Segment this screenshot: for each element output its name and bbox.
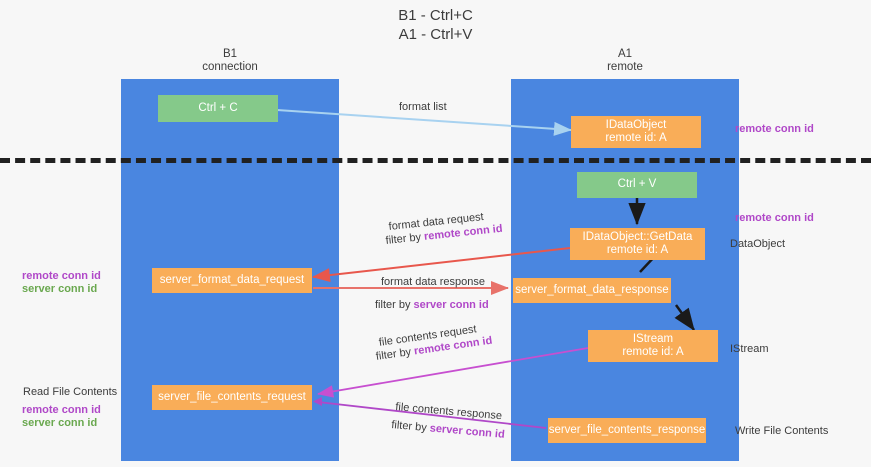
edge-label-format-data-response: format data response xyxy=(381,276,485,288)
diagram-title: B1 - Ctrl+C A1 - Ctrl+V xyxy=(0,6,871,44)
filter-prefix-1: filter by xyxy=(385,230,425,247)
title-line-1: B1 - Ctrl+C xyxy=(398,7,473,24)
annotation-remote-conn-id-top: remote conn id xyxy=(735,123,814,135)
column-header-a1-name: A1 xyxy=(617,48,633,60)
annotation-left-server-conn-id: server conn id xyxy=(22,283,98,295)
annotation-read-file-contents: Read File Contents xyxy=(23,386,118,398)
filter-key-server-conn-id-1: server conn id xyxy=(413,299,489,311)
title-line-2: A1 - Ctrl+V xyxy=(398,26,473,43)
box-idataobject[interactable]: IDataObject remote id: A xyxy=(571,116,701,148)
column-header-b1: B1 connection xyxy=(121,48,339,74)
box-server-file-contents-request[interactable]: server_file_contents_request xyxy=(152,385,312,410)
filter-prefix-2: filter by xyxy=(375,299,414,311)
box-server-file-contents-request-label: server_file_contents_request xyxy=(158,390,306,403)
box-server-format-data-response[interactable]: server_format_data_response xyxy=(513,278,671,303)
annotation-dataobject: DataObject xyxy=(730,238,786,250)
box-istream-line1: IStream xyxy=(632,332,674,345)
column-header-a1: A1 remote xyxy=(511,48,739,74)
edge-label-format-data-response-filter: filter by server conn id xyxy=(375,298,489,312)
box-istream[interactable]: IStream remote id: A xyxy=(588,330,718,362)
annotation-left-remote-conn-id: remote conn id xyxy=(22,270,101,282)
box-server-file-contents-response-label: server_file_contents_response xyxy=(548,423,706,436)
filter-prefix-3: filter by xyxy=(375,345,415,363)
box-ctrl-v-label: Ctrl + V xyxy=(617,178,657,191)
box-idataobject-line1: IDataObject xyxy=(605,118,667,131)
column-header-b1-name: B1 xyxy=(222,48,238,60)
box-server-format-data-request-label: server_format_data_request xyxy=(159,273,305,286)
box-server-file-contents-response[interactable]: server_file_contents_response xyxy=(548,418,706,443)
annotation-istream: IStream xyxy=(730,343,769,355)
annotation-write-file-contents: Write File Contents xyxy=(735,425,829,437)
section-divider xyxy=(0,158,871,163)
box-ctrl-c-label: Ctrl + C xyxy=(198,101,238,114)
edge-label-format-list: format list xyxy=(399,101,447,113)
box-getdata[interactable]: IDataObject::GetData remote id: A xyxy=(570,228,705,260)
box-idataobject-line2: remote id: A xyxy=(605,132,667,144)
annotation-left-server-conn-id-2: server conn id xyxy=(22,417,98,429)
filter-key-server-conn-id-2: server conn id xyxy=(429,422,506,441)
filter-prefix-4: filter by xyxy=(390,418,431,435)
box-ctrl-v[interactable]: Ctrl + V xyxy=(577,172,697,198)
box-getdata-line2: remote id: A xyxy=(606,244,669,256)
box-ctrl-c[interactable]: Ctrl + C xyxy=(158,95,278,122)
column-header-b1-sub: connection xyxy=(202,61,258,73)
box-istream-line2: remote id: A xyxy=(622,346,684,358)
column-header-a1-sub: remote xyxy=(607,61,643,73)
annotation-left-remote-conn-id-2: remote conn id xyxy=(22,404,101,416)
box-server-format-data-request[interactable]: server_format_data_request xyxy=(152,268,312,293)
box-getdata-line1: IDataObject::GetData xyxy=(582,230,693,243)
box-server-format-data-response-label: server_format_data_response xyxy=(515,283,669,296)
annotation-remote-conn-id-mid: remote conn id xyxy=(735,212,814,224)
